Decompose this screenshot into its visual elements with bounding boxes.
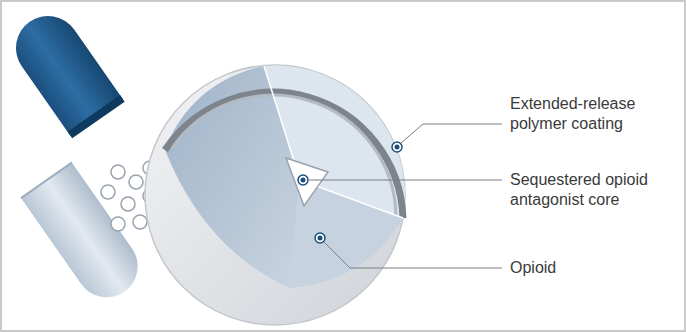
part-label: Sequestered opioid antagonist core — [510, 170, 675, 210]
part-label: Opioid — [510, 258, 675, 278]
part-label: Extended-release polymer coating — [510, 94, 675, 134]
leader-lines — [308, 124, 502, 268]
antagonist-core — [286, 158, 328, 206]
callout-dots — [298, 142, 402, 243]
